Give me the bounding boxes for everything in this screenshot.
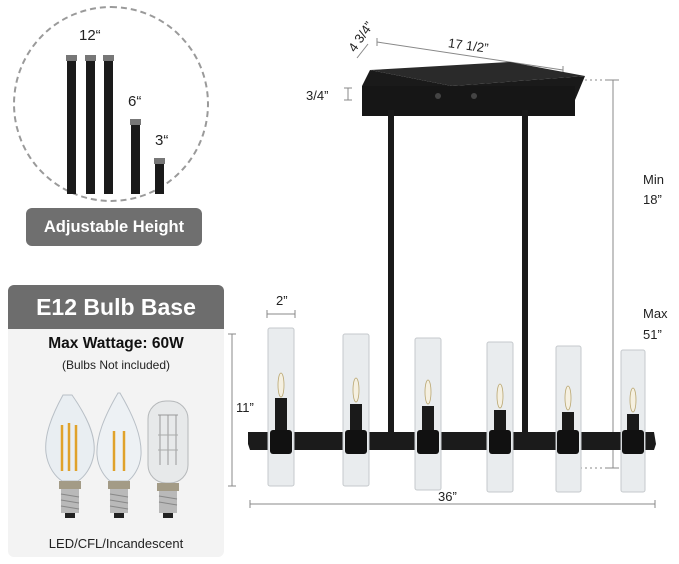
bulb-info-panel: E12 Bulb Base Max Wattage: 60W (Bulbs No… bbox=[8, 285, 224, 557]
hanging-rod-left bbox=[388, 110, 394, 432]
bulbs-graphic bbox=[45, 392, 189, 518]
canopy-height-label: 3/4” bbox=[306, 88, 329, 103]
overall-width-label: 36” bbox=[438, 489, 457, 504]
rod-6-label: 6“ bbox=[128, 93, 142, 110]
shade-height-label: 11” bbox=[236, 400, 254, 415]
shade-6 bbox=[620, 349, 646, 493]
shade-3 bbox=[414, 337, 442, 491]
max-value: 51” bbox=[643, 327, 662, 342]
rod-3-label: 3“ bbox=[155, 132, 169, 149]
shade-2 bbox=[342, 333, 370, 487]
shade-1 bbox=[267, 327, 295, 487]
incandescent-bulb-icon bbox=[147, 400, 189, 518]
max-wattage: Max Wattage: 60W bbox=[48, 335, 184, 352]
led-bulb-icon bbox=[45, 394, 95, 518]
shade-5 bbox=[555, 345, 582, 493]
adjustable-height-badge: Adjustable Height bbox=[26, 208, 202, 246]
rod-12-a bbox=[67, 58, 76, 194]
rod-12-c bbox=[104, 58, 113, 194]
hanging-rod-right bbox=[522, 110, 528, 432]
shade-width-label: 2” bbox=[276, 293, 288, 308]
rod-6 bbox=[131, 122, 140, 194]
rod-3 bbox=[155, 161, 164, 194]
crossbar bbox=[248, 432, 656, 450]
min-label: Min bbox=[643, 172, 664, 187]
canopy bbox=[362, 62, 585, 116]
torpedo-bulb-icon bbox=[96, 392, 142, 518]
rod-12-label: 12“ bbox=[79, 27, 101, 44]
rod-12-b bbox=[86, 58, 95, 194]
min-value: 18” bbox=[643, 192, 662, 207]
rod-length-circle bbox=[13, 6, 209, 202]
bulb-base-header: E12 Bulb Base bbox=[8, 285, 224, 329]
bulbs-not-included: (Bulbs Not included) bbox=[61, 358, 171, 372]
shade-4 bbox=[486, 341, 514, 493]
bulb-types: LED/CFL/Incandescent bbox=[48, 536, 184, 551]
max-label: Max bbox=[643, 306, 668, 321]
